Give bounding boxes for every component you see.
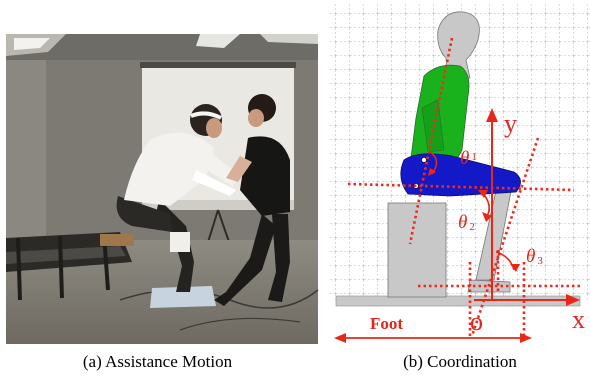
foot-label: Foot [370,314,403,333]
caption-panel-b: (b) Coordination [403,352,517,371]
foot-plate [150,286,216,308]
panel-a-photo [6,34,319,344]
person-caregiver [116,104,240,292]
origin-label: o [470,307,483,336]
reference-lines [347,37,580,337]
platform-device [6,232,134,301]
floor [335,295,581,307]
axis-x-label: x [572,305,585,334]
figure-head [437,11,480,81]
ceiling-lights [6,34,318,56]
axis-y-label: y [504,109,517,138]
foot-dimension [334,333,532,343]
chair [387,202,447,298]
coordinate-axes [474,108,580,306]
caption-panel-a: (a) Assistance Motion [82,352,233,371]
person-patient [214,94,290,306]
